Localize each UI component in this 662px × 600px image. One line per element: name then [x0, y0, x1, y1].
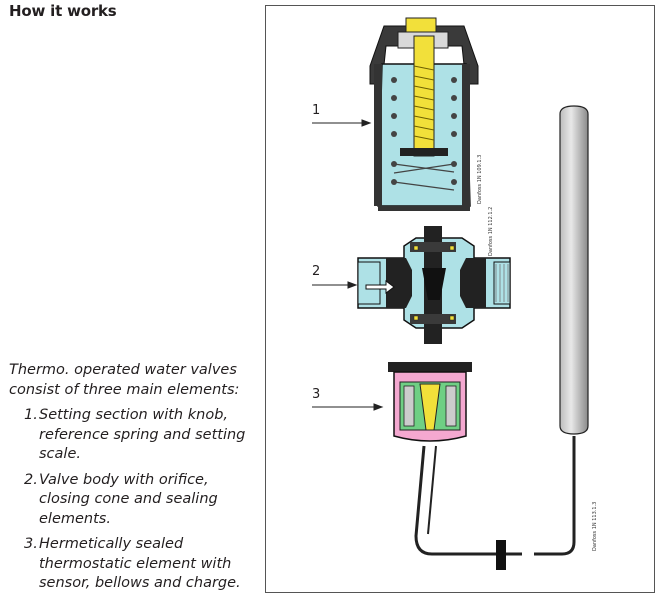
- figure-code: Danfoss 1N 112.1.2: [488, 207, 494, 256]
- list-item: 2.Valve body with orifice, closing cone …: [24, 471, 218, 527]
- callout-arrows: [312, 119, 384, 411]
- callout-1: 1: [312, 103, 321, 118]
- callout-3: 3: [312, 387, 321, 402]
- section-heading: How it works: [9, 2, 117, 20]
- figure-code: Danfoss 1N 113.1.3: [592, 502, 598, 551]
- list-item: 1.Setting section with knob, reference s…: [24, 407, 246, 462]
- valve-diagram: Danfoss 1N 109.1.3 Danfoss 1N 112.1.2: [265, 5, 655, 593]
- intro-lead: Thermo. operated water valves consist of…: [9, 362, 240, 398]
- valve-body: [357, 226, 511, 344]
- element-list: 1.Setting section with knob, reference s…: [9, 406, 254, 594]
- thermostatic-element: [388, 362, 576, 570]
- callout-2: 2: [312, 264, 321, 279]
- valve-illustration: Danfoss 1N 109.1.3 Danfoss 1N 112.1.2: [312, 17, 598, 570]
- intro-text: Thermo. operated water valves consist of…: [9, 361, 254, 600]
- setting-section: [369, 17, 479, 211]
- figure-code: Danfoss 1N 109.1.3: [477, 155, 483, 204]
- list-item: 3.Hermetically sealed thermostatic eleme…: [24, 536, 241, 591]
- sensor-bulb: [559, 105, 589, 435]
